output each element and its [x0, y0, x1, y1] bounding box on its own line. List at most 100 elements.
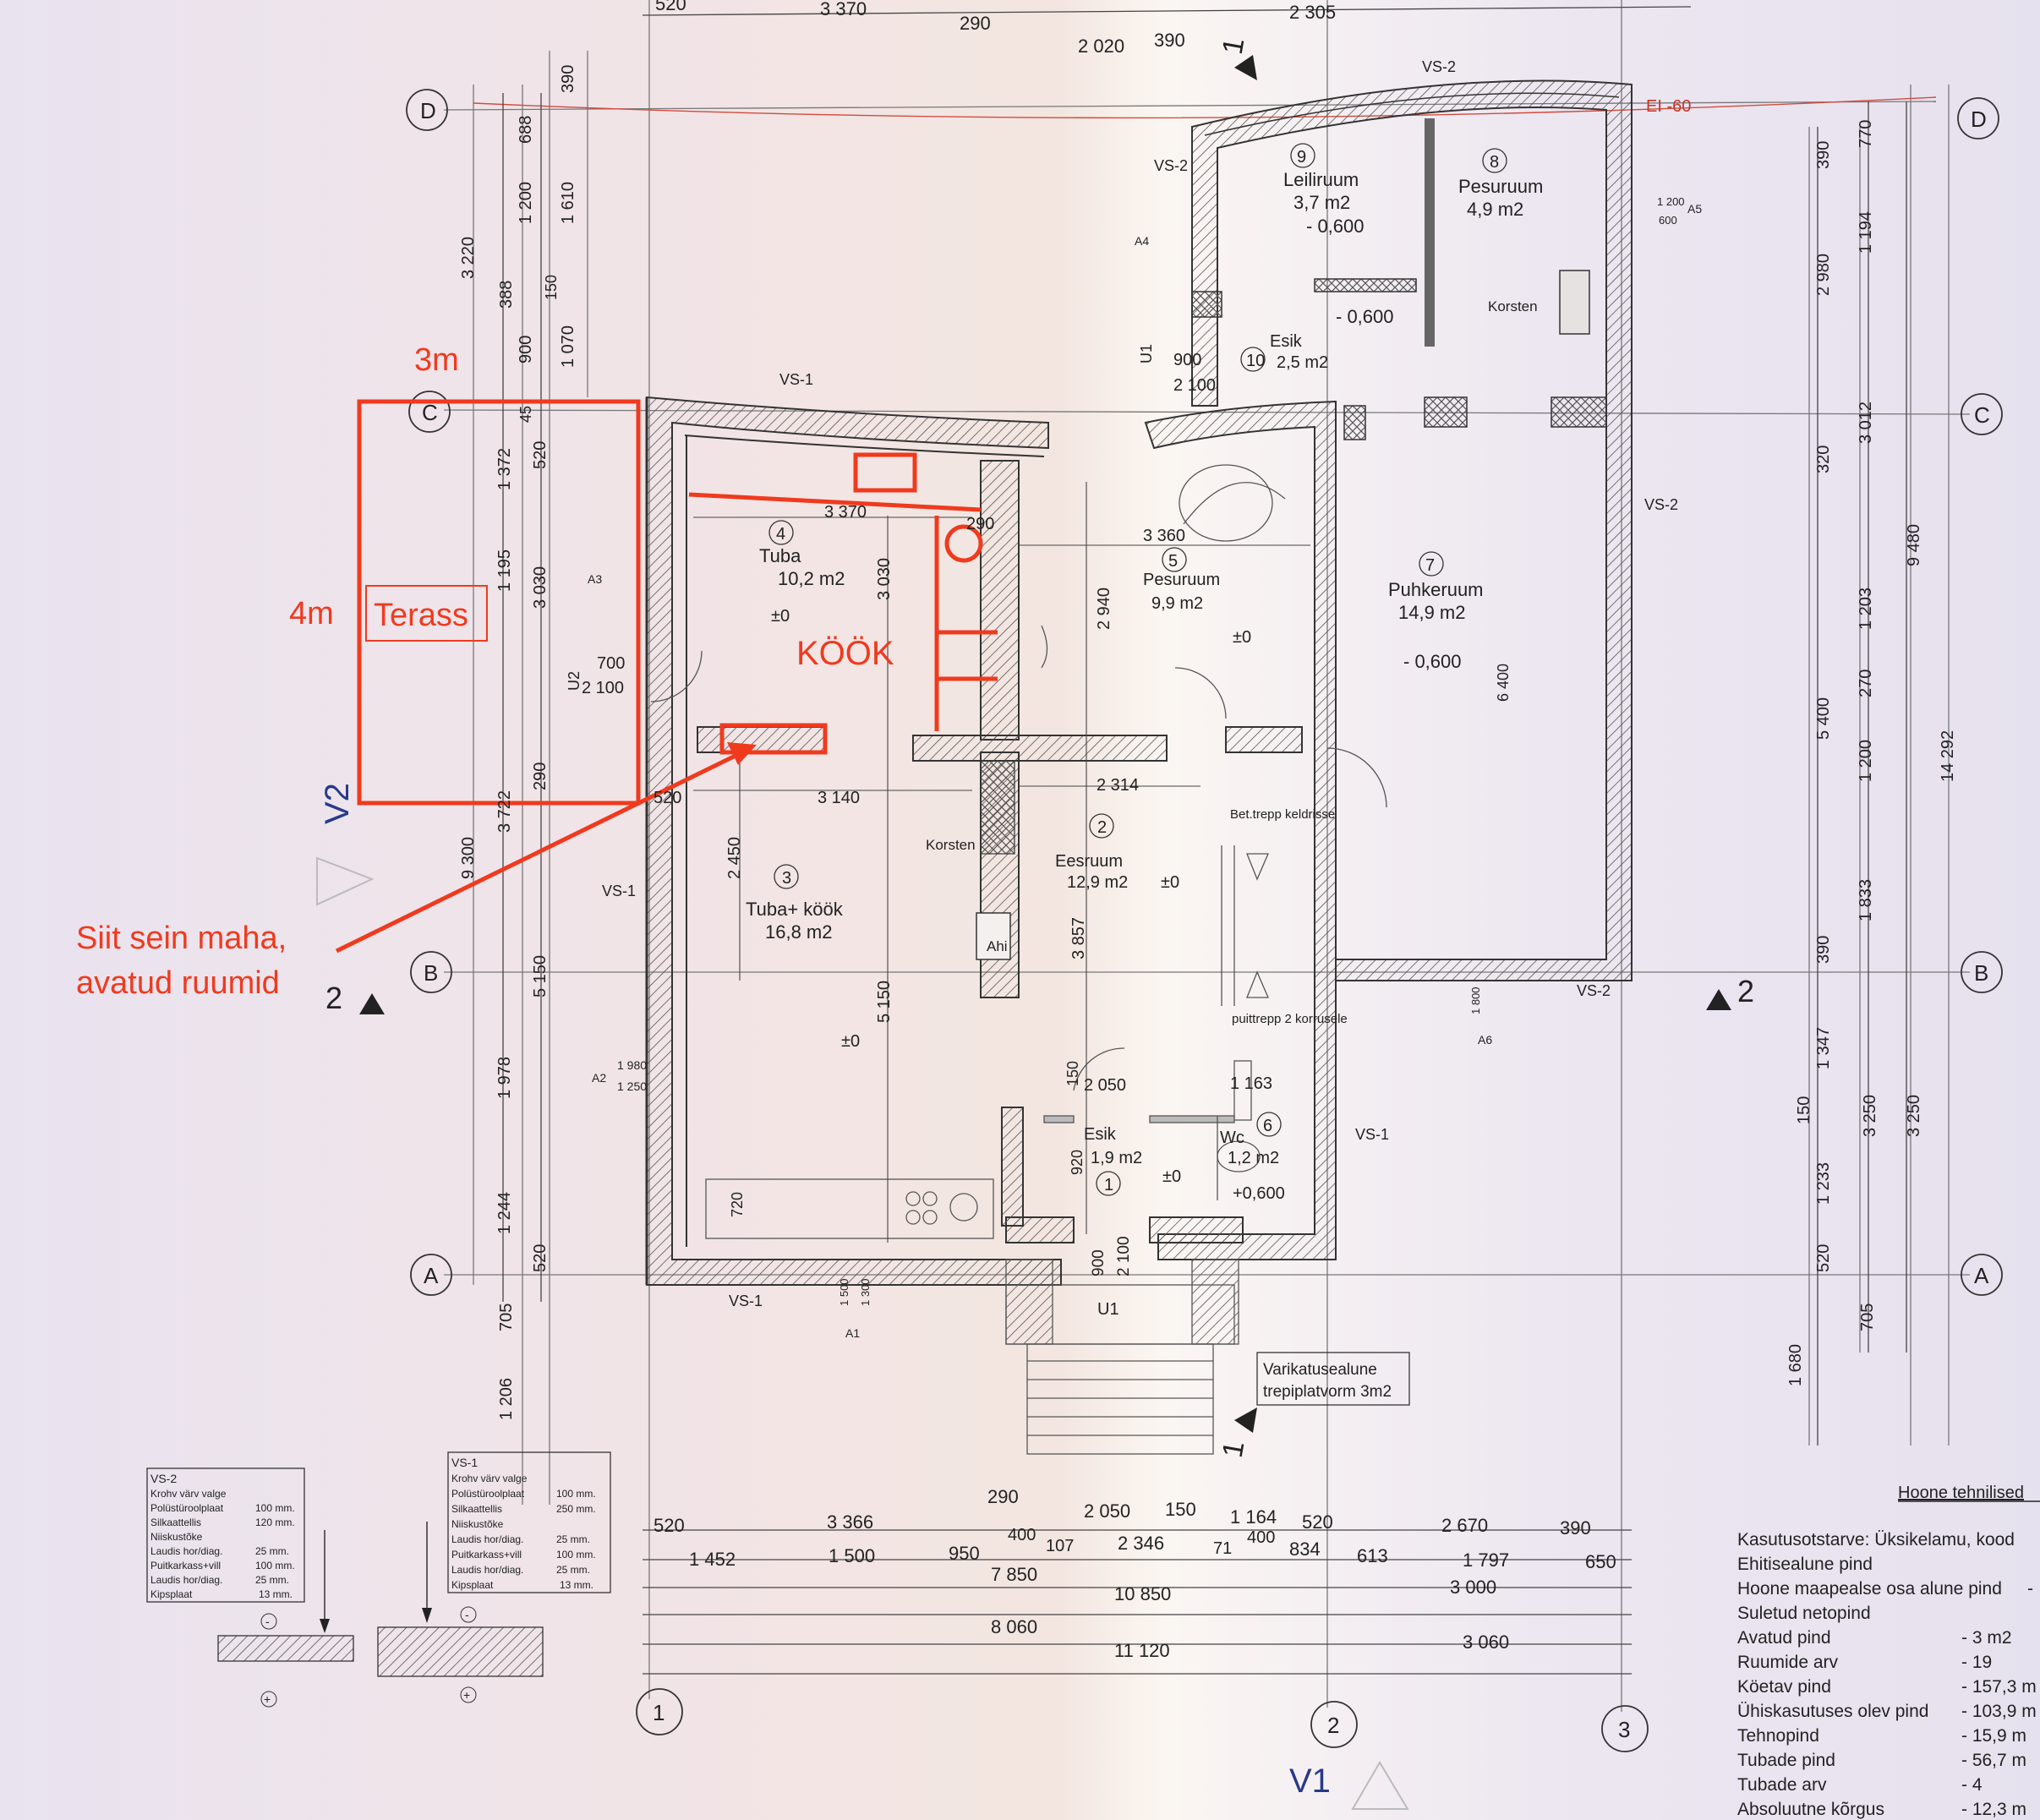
bottom-row2-3: 400	[1008, 1526, 1036, 1544]
window-w3: 1 980	[617, 1058, 647, 1072]
bottom-row3-0: 7 850	[991, 1564, 1037, 1585]
terrace-width-label: 3m	[414, 342, 459, 378]
room-2-level: ±0	[1161, 873, 1179, 892]
right-dim-9480: 9 480	[1905, 524, 1923, 566]
right-dim-1347: 1 347	[1814, 1027, 1833, 1069]
view-V1: V1	[1289, 1763, 1331, 1800]
entrance-door-tag: U1	[1097, 1300, 1119, 1319]
legend-vs2-l5: Puitkarkass+vill	[150, 1560, 221, 1571]
top-dim-f: 2 305	[1289, 2, 1336, 23]
right-dim-1833: 1 833	[1857, 879, 1875, 921]
room-10-num: 10	[1246, 352, 1265, 370]
left-dim-5150: 5 150	[531, 955, 550, 997]
bottom-row6-0: 11 120	[1114, 1640, 1170, 1661]
dim-3030: 3 030	[875, 558, 894, 600]
window-a1: A1	[845, 1326, 860, 1340]
legend-vs1-v5: 100 mm.	[556, 1549, 596, 1560]
stove-label: Ahi	[987, 938, 1008, 954]
view-V2: V2	[319, 783, 356, 824]
bottom-row2-5: 2 346	[1118, 1533, 1164, 1554]
right-dim-2980: 2 980	[1814, 254, 1833, 296]
window-w4: 1 250	[617, 1079, 647, 1093]
legend-vs2-title: VS-2	[150, 1472, 177, 1485]
legend-vs1: VS-1 Krohv värv valge Polüstüroolplaat 1…	[377, 1451, 611, 1703]
terrace-label-box	[365, 585, 488, 642]
fixtures	[650, 464, 1387, 1455]
section-2-left: 2	[325, 981, 342, 1015]
room-2-name: Eesruum	[1055, 852, 1123, 871]
room-9: 9 Leiliruum 3,7 m2 - 0,600	[1283, 148, 1365, 237]
left-dimensions: 390 688 3 220 1 200 1 610 388 150 900 1 …	[459, 65, 577, 1420]
wall-vs2-sauna: VS-2	[1154, 157, 1188, 174]
left-dim-3220: 3 220	[459, 237, 478, 279]
tech-row1-label: Ehitisealune pind	[1737, 1555, 1873, 1574]
window-a5: A5	[1687, 202, 1702, 216]
top-dim-c: 290	[960, 13, 991, 34]
legend-vs2-l1: Polüstüroolplaat	[150, 1502, 224, 1514]
legend-vs2-plus: +	[264, 1692, 271, 1706]
bottom-row1-3: 150	[1165, 1499, 1196, 1520]
tech-row9-label: Tubade pind	[1737, 1751, 1835, 1770]
tech-row10-value: - 4	[1961, 1775, 1983, 1795]
room-number-circles	[768, 143, 1507, 1196]
red-annotations	[335, 399, 998, 954]
left-dim-290: 290	[531, 762, 550, 790]
room-7-num: 7	[1425, 556, 1435, 575]
room-3-level: ±0	[841, 1032, 860, 1051]
legend-vs2-v1: 100 mm.	[255, 1502, 295, 1514]
room-5-level: ±0	[1233, 628, 1251, 647]
room-7-level: - 0,600	[1403, 651, 1462, 672]
legend-vs1-v2: 250 mm.	[556, 1503, 596, 1515]
right-dim-320: 320	[1814, 445, 1833, 473]
window-w5: 1 500	[838, 1278, 850, 1306]
room-2-num: 2	[1097, 818, 1107, 837]
wall-vs1-top: VS-1	[779, 371, 813, 388]
legend-vs1-minus: -	[465, 1608, 469, 1621]
right-dim-520: 520	[1814, 1244, 1833, 1272]
note-line-2: avatud ruumid	[76, 965, 280, 1001]
room-7-name: Puhkeruum	[1388, 579, 1484, 600]
fixture-box	[853, 452, 917, 493]
left-dim-688: 688	[517, 116, 535, 144]
right-dim-705: 705	[1858, 1304, 1877, 1331]
tech-row2-value: -	[2027, 1579, 2033, 1599]
tech-row5-label: Ruumide arv	[1737, 1653, 1839, 1672]
wall-removal-box	[719, 723, 828, 755]
bottom-row2-0: 1 452	[689, 1549, 736, 1570]
room-4: 4 Tuba 10,2 m2 ±0	[759, 525, 845, 626]
right-dim-1200: 1 200	[1857, 740, 1875, 782]
top-dim-b: 3 370	[820, 0, 867, 19]
legend-vs1-l0: Krohv värv valge	[451, 1473, 528, 1484]
bottom-row4-1: 3 000	[1450, 1577, 1496, 1598]
tech-row10-label: Tubade arv	[1737, 1775, 1827, 1795]
left-dim-1610: 1 610	[559, 182, 577, 224]
room-4-area: 10,2 m2	[778, 568, 845, 589]
room-5-num: 5	[1168, 552, 1178, 571]
dim-6400: 6 400	[1495, 664, 1512, 702]
axis-B-right: B	[1974, 960, 1988, 986]
canopy-note-line2: trepiplatvorm 3m2	[1263, 1383, 1392, 1401]
window-w6: 1 300	[859, 1278, 872, 1306]
left-dim-1070: 1 070	[559, 325, 577, 368]
axis-2: 2	[1327, 1713, 1339, 1738]
dim-3370: 3 370	[824, 503, 867, 522]
axis-D-left: D	[420, 98, 436, 123]
canopy-note-box	[1256, 1352, 1410, 1406]
axis-A-right: A	[1974, 1263, 1989, 1288]
dimension-lines	[502, 6, 1907, 1675]
chimney-label-right: Korsten	[1488, 298, 1538, 314]
room-6-num: 6	[1263, 1117, 1272, 1135]
right-dim-150: 150	[1795, 1096, 1813, 1124]
tech-row2-label: Hoone maapealse osa alune pind	[1737, 1579, 2002, 1599]
tech-row11-label: Absoluutne kõrgus	[1737, 1800, 1884, 1819]
right-dimensions: 390 770 2 980 1 194 3 012 320 9 480 5 40…	[1786, 120, 1957, 1386]
room-9-num: 9	[1297, 148, 1306, 167]
right-dim-770: 770	[1857, 120, 1875, 148]
room-1-area: 1,9 m2	[1091, 1149, 1142, 1167]
left-dim-1206: 1 206	[497, 1378, 516, 1420]
dim-150: 150	[1064, 1061, 1081, 1086]
bottom-row2-1: 1 500	[829, 1545, 875, 1566]
room-6-level: +0,600	[1233, 1184, 1285, 1203]
room-5: 5 Pesuruum 9,9 m2 ±0	[1143, 552, 1251, 647]
room-10-name: Esik	[1270, 332, 1303, 351]
